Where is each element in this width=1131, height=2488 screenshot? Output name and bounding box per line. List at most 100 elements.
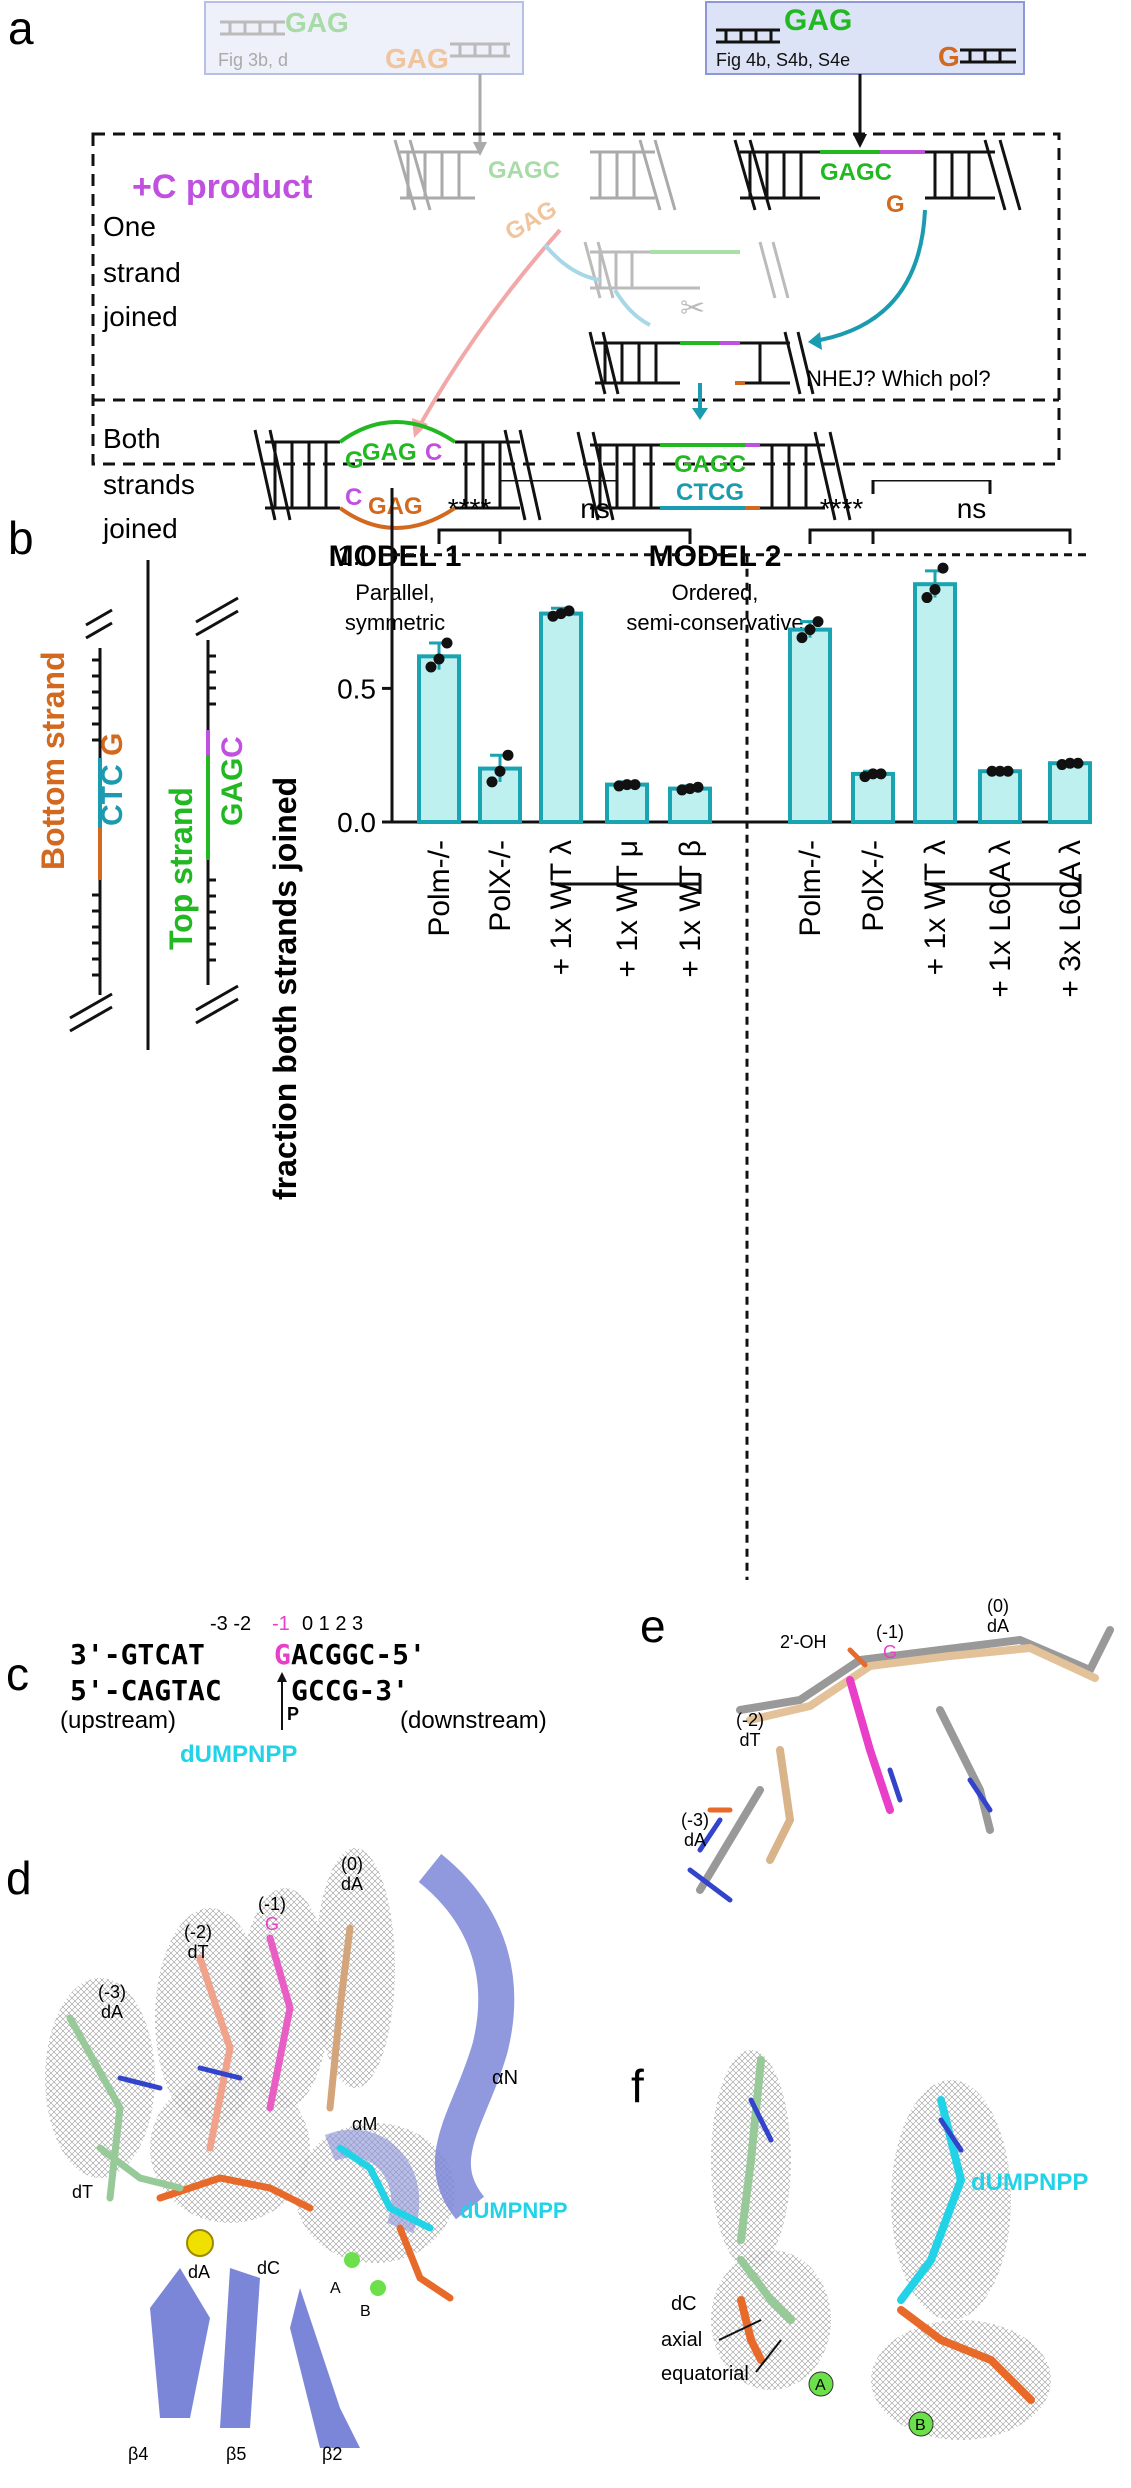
e-label-m2: (-2): [736, 1710, 764, 1730]
c-p: P: [287, 1704, 299, 1724]
data-point: [994, 765, 1006, 777]
e-label-zn: dA: [987, 1616, 1009, 1636]
f-label-A: A: [815, 2377, 826, 2394]
top-strand-label: Top strand: [163, 787, 199, 950]
box-fig4-gag: GAG: [784, 4, 852, 37]
x-tick-label: + 1x L60A λ: [984, 840, 1017, 998]
mid-right-g: G: [886, 191, 905, 218]
x-tick-label: PolX-/-: [484, 840, 517, 932]
e-label-m2n: dT: [739, 1730, 760, 1750]
y-tick-label: 1.0: [337, 540, 376, 571]
g2-sig-polx-last-label: ns: [957, 493, 987, 524]
d-label-dT: dT: [72, 2182, 93, 2202]
x-tick-label: + 1x WT μ: [611, 840, 644, 978]
g2-sig-polx-last: [871, 528, 1072, 544]
metal-ion-yellow: [186, 2229, 214, 2257]
both-strands-line1: Both: [103, 423, 161, 454]
overlay-sticks: [687, 1626, 1114, 1903]
panel-f-letter: f: [631, 2060, 644, 2112]
d-label-b2: β2: [322, 2444, 342, 2464]
strand-b5: [220, 2268, 260, 2428]
data-point: [1002, 765, 1014, 777]
panel-b-chart: b Bottom strand Top strand G CTC C GAG f…: [8, 480, 1092, 1580]
d-label-m2n: dT: [187, 1942, 208, 1962]
model1-c-bottom: C: [345, 484, 362, 511]
f-label-dC: dC: [671, 2293, 697, 2315]
bottom-seq-ctc: CTC: [96, 764, 129, 826]
panel-f: f A B dUMPNPP dC axial equatorial: [631, 2050, 1088, 2440]
metal-ion-B: [370, 2280, 386, 2296]
strand-schematic: Bottom strand Top strand G CTC C GAG: [35, 560, 249, 1050]
x-tick-labels: Polm-/-PolX-/-+ 1x WT λ+ 1x WT μ+ 1x WT …: [423, 840, 1087, 998]
panel-d: d (-3) dA (-2) dT (-1) G (0) dA αN αM: [6, 1848, 568, 2464]
g1-sig-polx-last: [498, 528, 692, 544]
bar: [605, 782, 649, 825]
d-label-m1: (-1): [258, 1894, 286, 1914]
data-point: [629, 779, 641, 791]
panel-a: a GAG GAG Fig 3b, d GAG G Fig 4b, S4b, S…: [8, 1, 1061, 466]
mid-left-gagc: GAGC: [488, 157, 560, 184]
data-point: [929, 584, 941, 596]
model2-line1: Ordered,: [672, 580, 759, 605]
panel-a-models: strands joined GAG C G C GAG MODEL 1 Par…: [102, 420, 852, 635]
bar: [851, 771, 895, 824]
g1-sig-polm-polx-label: ****: [448, 493, 492, 524]
g2-sig-polm-polx: [808, 528, 875, 544]
panel-e-letter: e: [640, 1600, 666, 1652]
f-metal-B: [908, 2411, 934, 2437]
c-upstream: (upstream): [60, 1707, 176, 1734]
g2-sig-polm-polx-label: ****: [820, 493, 864, 524]
x-tick-label: Polm-/-: [794, 840, 827, 937]
d-label-alphaM: αM: [352, 2114, 377, 2134]
y-axis-label: fraction both strands joined: [267, 777, 303, 1200]
e-label-m1n: G: [883, 1642, 897, 1662]
c-positions-right: 0 1 2 3: [302, 1613, 363, 1635]
box-fig3-gag-top: GAG: [285, 7, 349, 38]
helix-alphaN: [418, 1853, 515, 2220]
top-seq-c: C: [216, 736, 249, 758]
both-strands-line3: joined: [102, 513, 178, 544]
e-label-oh: 2'-OH: [780, 1632, 826, 1652]
mid-right-gagc: GAGC: [820, 159, 892, 186]
data-point: [875, 768, 887, 780]
model1-top-c: C: [425, 439, 442, 466]
c-dumpnpp: dUMPNPP: [180, 1741, 297, 1768]
d-label-m3: (-3): [98, 1982, 126, 2002]
bar: [1048, 761, 1092, 825]
chart-axes: 0.00.51.0: [337, 488, 1090, 1580]
bar: [417, 654, 461, 824]
f-label-dumpnpp: dUMPNPP: [971, 2169, 1088, 2196]
d-label-m2: (-2): [184, 1922, 212, 1942]
f-sticks: [737, 2056, 1035, 2404]
data-point: [796, 632, 808, 644]
model2-line2: semi-conservative: [626, 610, 803, 635]
x-tick-label: Polm-/-: [423, 840, 456, 937]
f-label-equatorial: equatorial: [661, 2363, 749, 2385]
bar: [539, 611, 583, 824]
one-strand-line2: strand: [103, 257, 181, 288]
g2-sig-polx-mid: [871, 480, 992, 494]
e-label-m3n: dA: [684, 1830, 706, 1850]
nhej-question: NHEJ? Which pol?: [806, 366, 991, 391]
panel-b-letter: b: [8, 512, 34, 564]
c-positions-left: -3 -2: [210, 1613, 251, 1635]
panel-a-main: GAGC GAG GAGC G ✂ NHEJ? Which pol?: [393, 139, 1022, 438]
model1-dna: [253, 429, 542, 521]
top-seq-gag: GAG: [216, 758, 249, 826]
model1-top-gag: GAG: [362, 439, 417, 466]
d-label-dA: dA: [188, 2262, 210, 2282]
model1-title: MODEL 1: [329, 540, 462, 573]
dna-joined: [588, 331, 815, 395]
model1-line2: symmetric: [345, 610, 445, 635]
bar: [978, 769, 1022, 824]
data-point: [937, 562, 949, 574]
box-fig4-caption: Fig 4b, S4b, S4e: [716, 50, 850, 70]
f-metal-A: [808, 2371, 834, 2397]
y-tick-label: 0.0: [337, 807, 376, 838]
d-label-alphaN: αN: [492, 2067, 518, 2089]
d-label-m1n: G: [265, 1914, 279, 1934]
data-point: [867, 768, 879, 780]
f-label-axial: axial: [661, 2329, 702, 2351]
box-fig3: GAG GAG Fig 3b, d: [204, 1, 524, 75]
x-tick-label: + 1x WT λ: [919, 840, 952, 975]
